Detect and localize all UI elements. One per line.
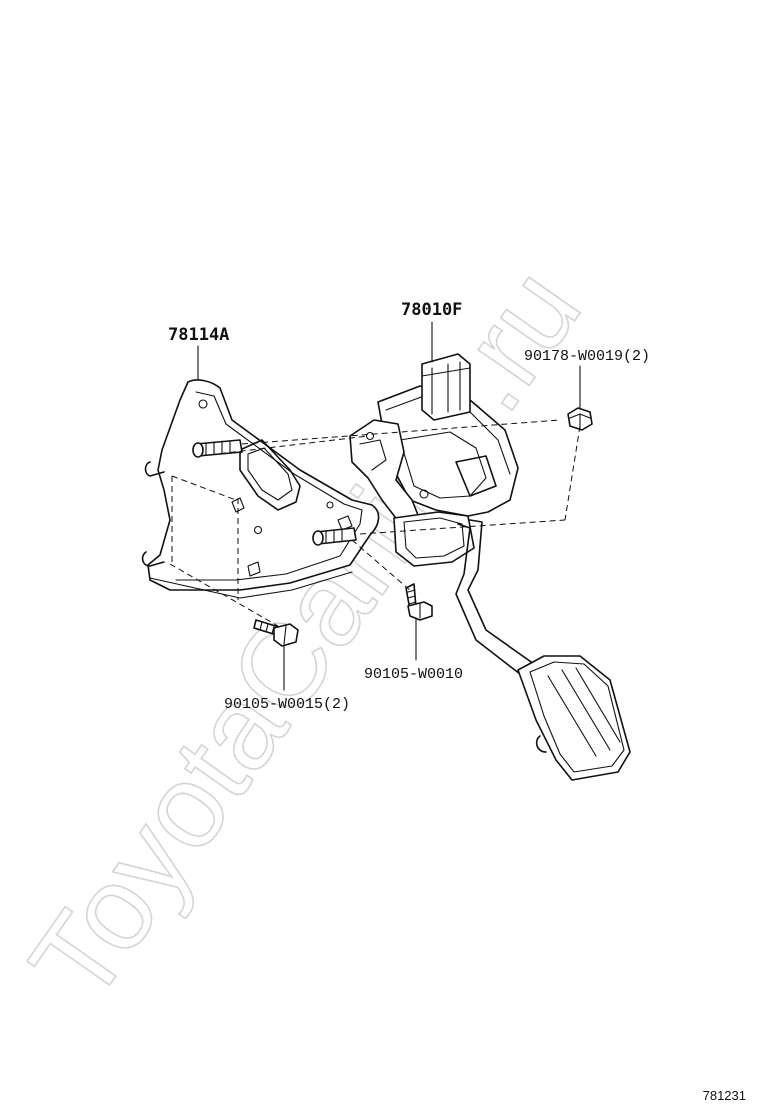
watermark-text: ToyotaCarline.ru bbox=[5, 245, 606, 1025]
label-78114a[interactable]: 78114A bbox=[168, 325, 229, 345]
accelerator-pedal-78010f[interactable] bbox=[349, 353, 631, 781]
bolt-90105-w0015[interactable] bbox=[253, 619, 299, 647]
label-90105-w0010[interactable]: 90105-W0010 bbox=[364, 666, 463, 683]
bolt-90105-w0010[interactable] bbox=[405, 583, 433, 621]
leader-lines bbox=[197, 321, 581, 691]
assembly-lines bbox=[169, 419, 581, 627]
document-number: 781231 bbox=[703, 1088, 746, 1103]
watermark: ToyotaCarline.ru bbox=[4, 245, 607, 1026]
label-90178-w0019[interactable]: 90178-W0019(2) bbox=[524, 348, 650, 365]
bracket-78114a[interactable] bbox=[141, 379, 380, 599]
nut-90178-w0019[interactable] bbox=[567, 407, 593, 431]
label-78010f[interactable]: 78010F bbox=[401, 300, 462, 320]
label-90105-w0015[interactable]: 90105-W0015(2) bbox=[224, 696, 350, 713]
